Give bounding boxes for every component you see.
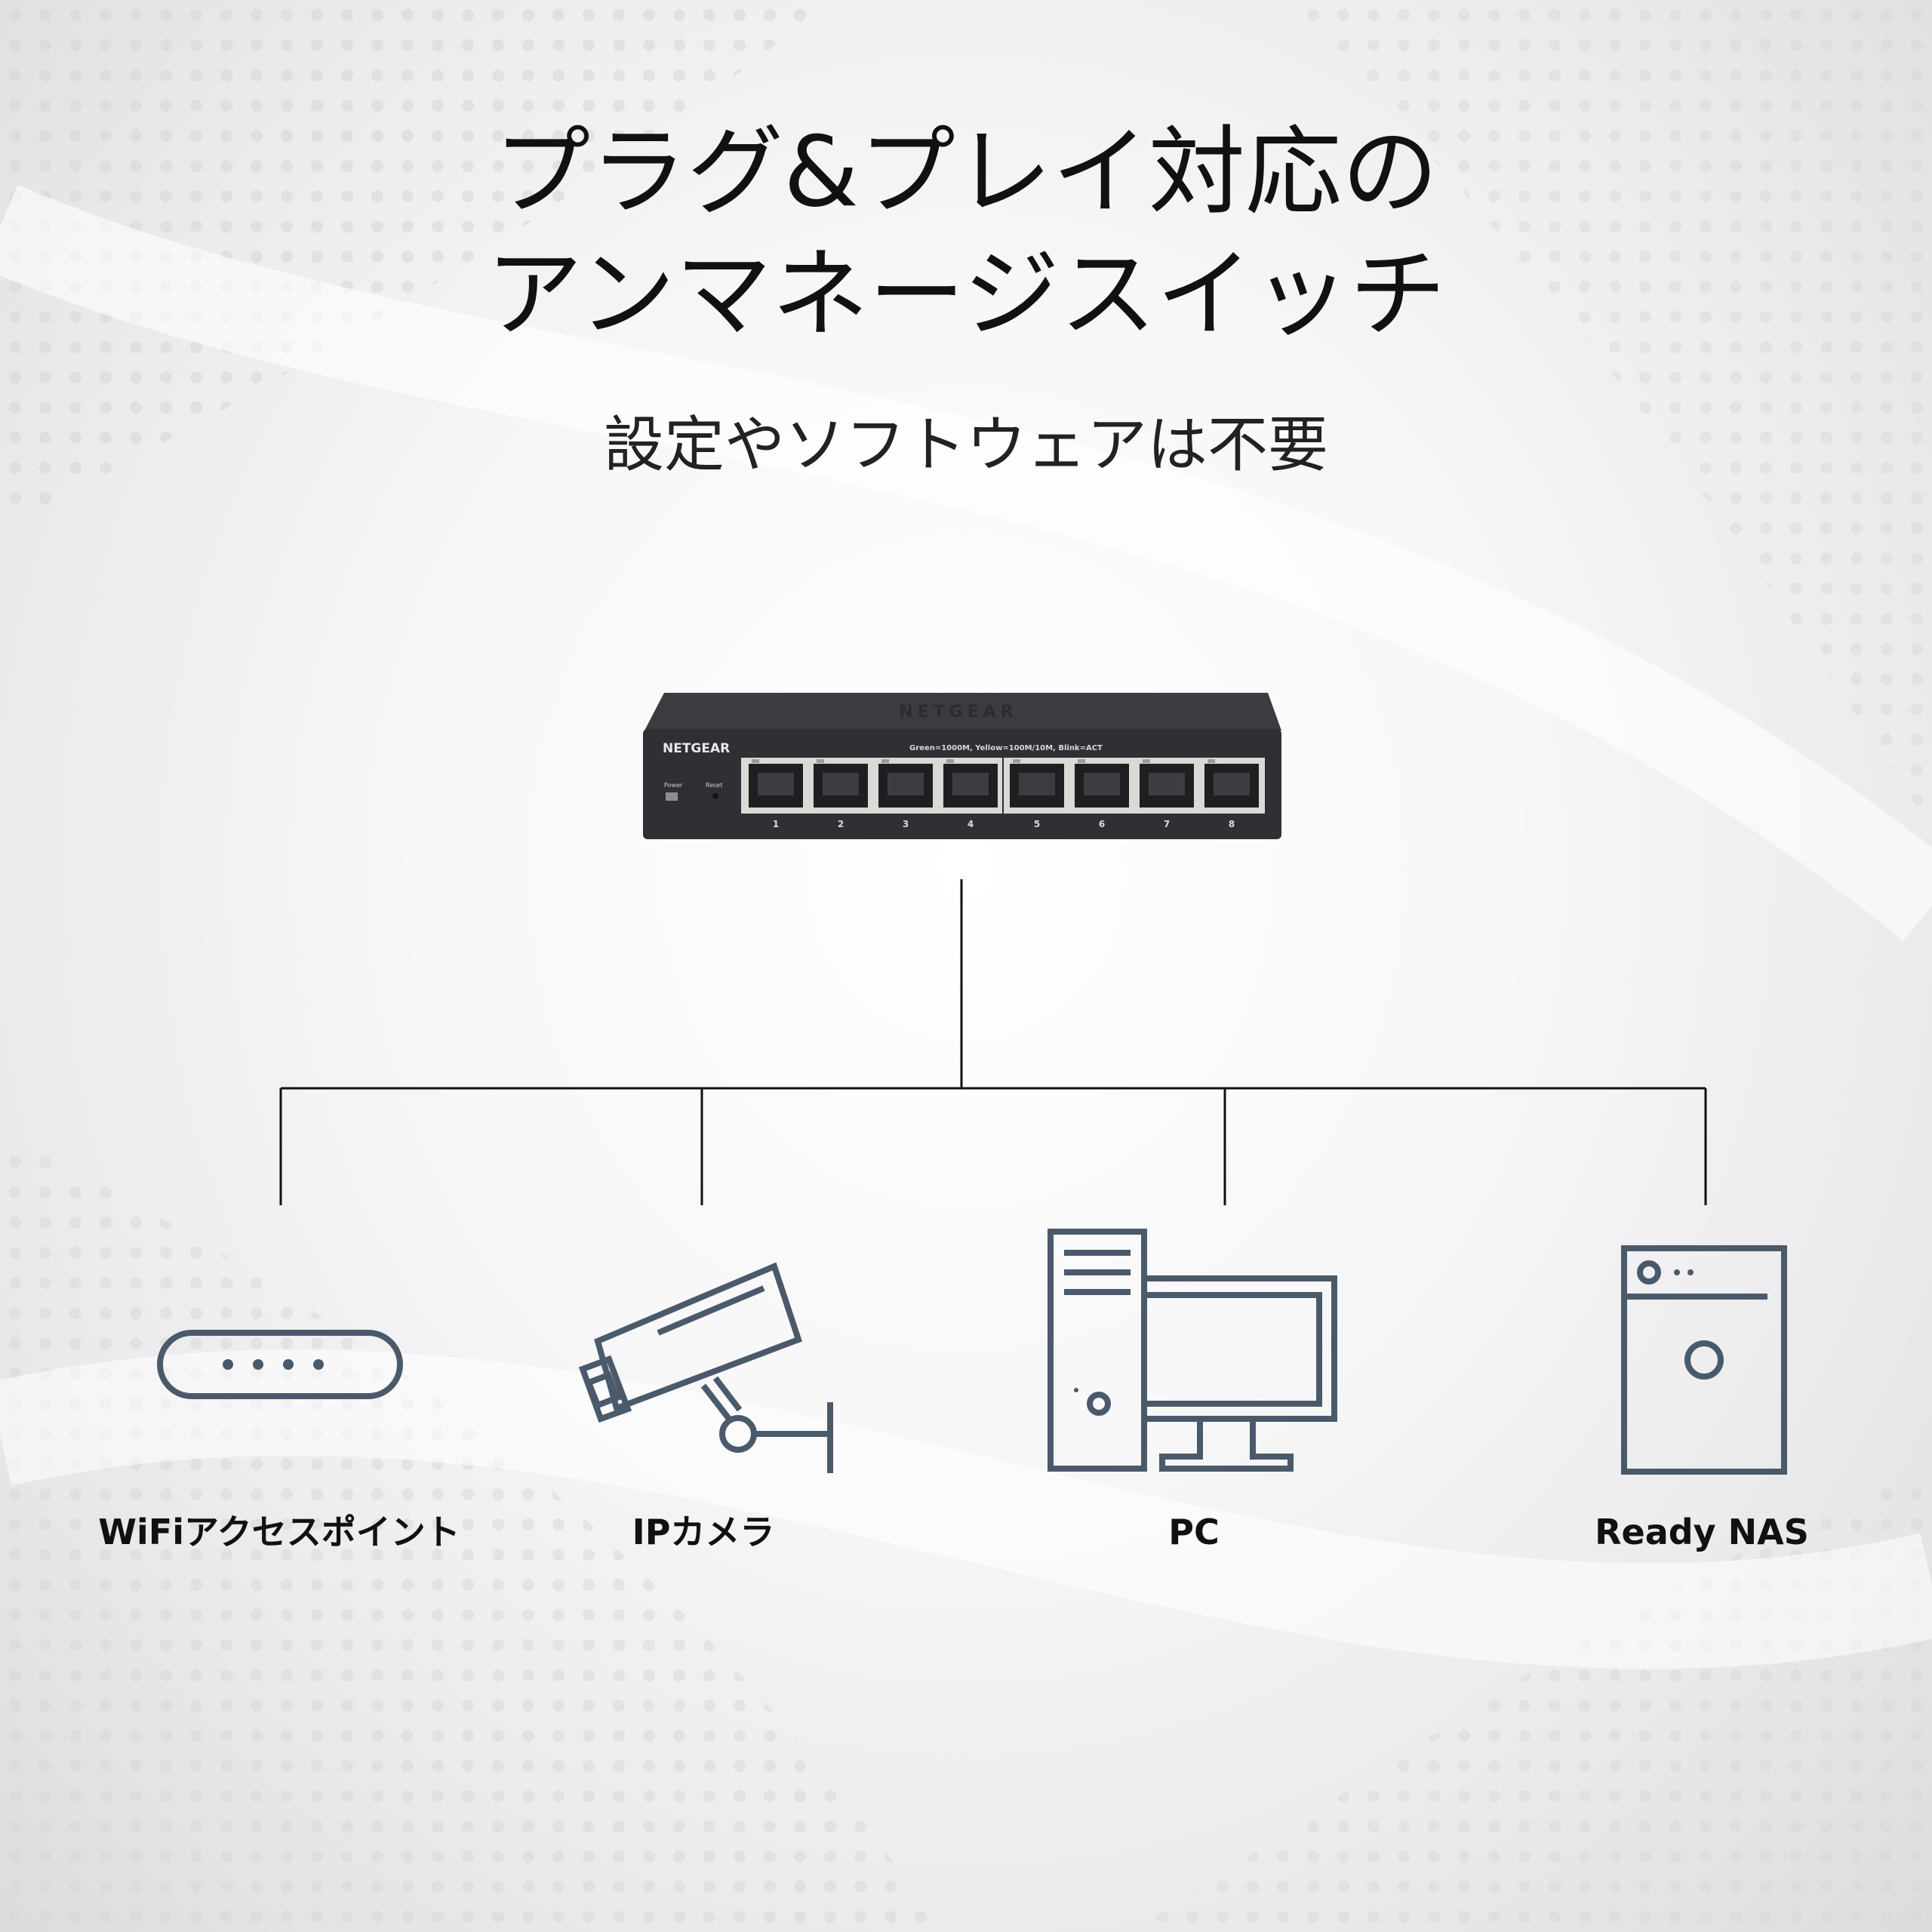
device-label-nas: Ready NAS (1595, 1512, 1809, 1552)
switch-top-brand: NETGEAR (899, 703, 1018, 721)
port-socket-2 (823, 773, 859, 795)
port-led-6 (1078, 759, 1085, 763)
port-led-1 (752, 759, 759, 763)
subtitle: 設定やソフトウェアは不要 (604, 410, 1328, 480)
port-number-8: 8 (1229, 819, 1235, 829)
nas-icon (1621, 1245, 1787, 1475)
reset-button[interactable] (712, 793, 718, 799)
ip-camera-icon (578, 1262, 833, 1473)
port-led-4 (946, 759, 954, 763)
title-line-2: アンマネージスイッチ (485, 238, 1447, 351)
wifi-access-point-icon (157, 1330, 403, 1399)
pc-icon (1048, 1229, 1337, 1472)
port-socket-1 (758, 773, 794, 795)
title-line-1: プラグ&プレイ対応の (494, 116, 1438, 229)
port-socket-4 (952, 773, 989, 795)
port-led-2 (817, 759, 824, 763)
switch-brand-logo: NETGEAR (663, 741, 730, 756)
port-number-6: 6 (1099, 819, 1105, 829)
port-led-7 (1143, 759, 1150, 763)
port-socket-8 (1214, 773, 1250, 795)
switch-top-face (645, 693, 1281, 731)
port-number-4: 4 (968, 819, 974, 829)
port-number-5: 5 (1034, 819, 1040, 829)
network-switch: NETGEAR NETGEAR Green=1000M, Yellow=100M… (643, 693, 1281, 839)
power-label: Power (664, 782, 683, 789)
port-number-3: 3 (903, 819, 909, 829)
connection-lines (279, 879, 1707, 1205)
port-led-3 (881, 759, 889, 763)
device-label-pc: PC (1168, 1512, 1220, 1552)
reset-label: Reset (706, 782, 722, 789)
port-number-2: 2 (838, 819, 844, 829)
port-socket-6 (1084, 773, 1120, 795)
port-led-8 (1208, 759, 1215, 763)
port-number-7: 7 (1164, 819, 1170, 829)
power-led (666, 792, 678, 801)
port-number-1: 1 (773, 819, 779, 829)
port-socket-7 (1149, 773, 1185, 795)
ethernet-ports: 1 2 3 4 5 6 7 8 (741, 758, 1265, 829)
port-led-5 (1013, 759, 1020, 763)
device-label-wifi: WiFiアクセスポイント (98, 1512, 460, 1552)
switch-led-legend: Green=1000M, Yellow=100M/10M, Blink=ACT (909, 744, 1103, 752)
port-socket-5 (1019, 773, 1055, 795)
port-socket-3 (888, 773, 924, 795)
device-label-camera: IPカメラ (632, 1512, 775, 1552)
